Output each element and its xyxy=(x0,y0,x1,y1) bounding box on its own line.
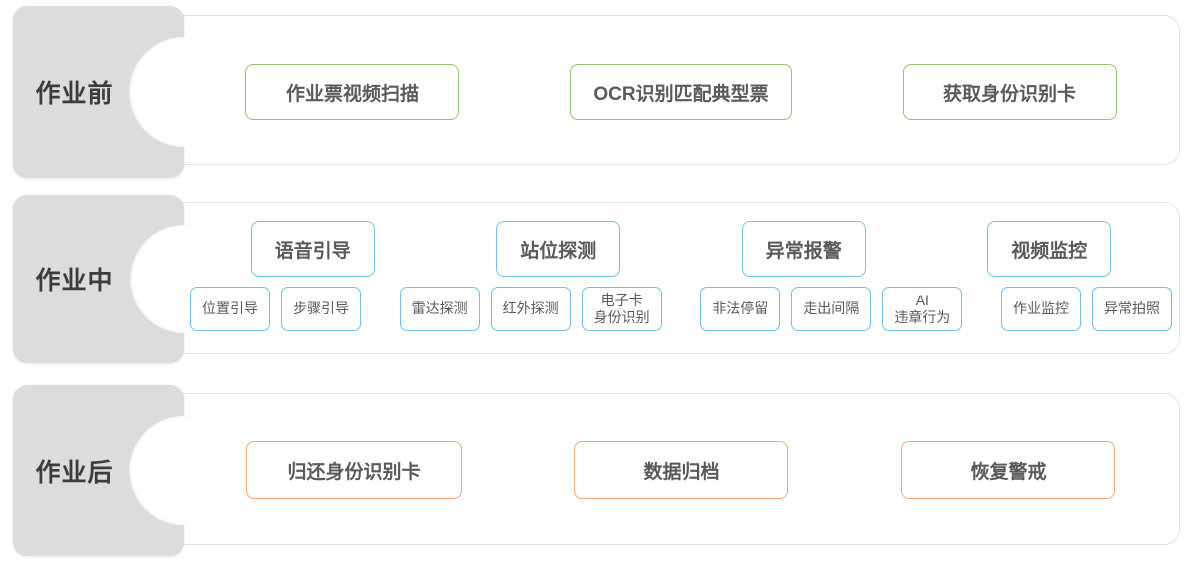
process-node-during-3[interactable]: 异常报警 xyxy=(741,221,866,277)
sub-node-lines: 异常拍照 xyxy=(1104,300,1160,318)
sub-node-lines: AI 违章行为 xyxy=(894,292,950,327)
sub-node-line: 电子卡 xyxy=(600,291,643,308)
sub-node-illegal-stay[interactable]: 非法停留 xyxy=(700,287,781,331)
sub-node-lines: 位置引导 xyxy=(202,300,258,318)
sub-node-position-guidance[interactable]: 位置引导 xyxy=(190,287,270,331)
stage-row-during: 作业中 语音引导 站位探测 异常报警 视频监控 位置引导 xyxy=(0,195,1200,363)
process-node-during-2[interactable]: 站位探测 xyxy=(496,221,621,277)
stage-notch-before xyxy=(129,37,239,147)
sub-node-lines: 非法停留 xyxy=(712,300,768,318)
sub-node-line: 步骤引导 xyxy=(293,300,349,317)
stage-row-before: 作业前 作业票视频扫描 OCR识别匹配典型票 获取身份识别卡 xyxy=(0,6,1200,178)
sub-node-line: 走出间隔 xyxy=(803,300,860,317)
sub-node-line: 雷达探测 xyxy=(411,300,468,317)
sub-node-ai-violation[interactable]: AI 违章行为 xyxy=(882,287,963,331)
sub-node-line: 异常拍照 xyxy=(1103,300,1160,317)
sub-node-line: 非法停留 xyxy=(712,300,769,317)
process-node-before-2[interactable]: OCR识别匹配典型票 xyxy=(570,64,792,120)
sub-node-ecard-identity[interactable]: 电子卡 身份识别 xyxy=(581,287,662,331)
sub-node-infrared-detection[interactable]: 红外探测 xyxy=(490,287,571,331)
sub-node-line: 红外探测 xyxy=(502,300,559,317)
sub-node-lines: 步骤引导 xyxy=(293,300,349,318)
stage-label-before: 作业前 xyxy=(13,6,239,178)
sub-node-radar-detection[interactable]: 雷达探测 xyxy=(399,287,480,331)
stage-content-after: 归还身份识别卡 数据归档 恢复警戒 xyxy=(190,385,1172,556)
sub-node-lines: 作业监控 xyxy=(1013,300,1069,318)
sub-node-lines: 电子卡 身份识别 xyxy=(594,292,650,327)
process-node-after-1[interactable]: 归还身份识别卡 xyxy=(246,441,462,499)
sub-group-video-monitor: 作业监控 异常拍照 xyxy=(1000,287,1172,331)
sub-node-work-monitor[interactable]: 作业监控 xyxy=(1000,287,1081,331)
sub-node-lines: 走出间隔 xyxy=(803,300,859,318)
sub-group-abnormal-alarm: 非法停留 走出间隔 AI 违章行为 xyxy=(700,287,963,331)
sub-group-position-detection: 雷达探测 红外探测 电子卡 身份识别 xyxy=(399,287,662,331)
node-row-before: 作业票视频扫描 OCR识别匹配典型票 获取身份识别卡 xyxy=(190,64,1172,120)
sub-node-lines: 红外探测 xyxy=(503,300,559,318)
sub-node-line: 位置引导 xyxy=(202,300,258,317)
node-row-during-primary: 语音引导 站位探测 异常报警 视频监控 xyxy=(190,221,1172,277)
stage-label-text-during: 作业中 xyxy=(35,267,114,295)
sub-node-line: 违章行为 xyxy=(894,309,951,325)
process-node-during-4[interactable]: 视频监控 xyxy=(987,221,1112,277)
process-node-after-2[interactable]: 数据归档 xyxy=(574,441,789,499)
node-row-during-sub: 位置引导 步骤引导 雷达探测 xyxy=(190,287,1172,331)
process-node-after-3[interactable]: 恢复警戒 xyxy=(901,441,1116,499)
stage-label-after: 作业后 xyxy=(13,385,238,556)
sub-node-abnormal-photo[interactable]: 异常拍照 xyxy=(1091,287,1172,331)
stage-label-text-before: 作业前 xyxy=(35,80,114,108)
sub-node-leave-interval[interactable]: 走出间隔 xyxy=(791,287,872,331)
sub-group-voice-guidance: 位置引导 步骤引导 xyxy=(190,287,361,331)
sub-node-line: AI xyxy=(915,291,929,308)
process-node-before-3[interactable]: 获取身份识别卡 xyxy=(902,64,1117,120)
stage-label-text-after: 作业后 xyxy=(35,458,114,487)
stage-row-after: 作业后 归还身份识别卡 数据归档 恢复警戒 xyxy=(0,385,1200,556)
process-node-during-1[interactable]: 语音引导 xyxy=(250,221,375,277)
sub-node-line: 身份识别 xyxy=(593,309,650,325)
sub-node-line: 作业监控 xyxy=(1012,300,1069,317)
node-row-after: 归还身份识别卡 数据归档 恢复警戒 xyxy=(190,441,1172,499)
sub-node-step-guidance[interactable]: 步骤引导 xyxy=(281,287,361,331)
stage-content-before: 作业票视频扫描 OCR识别匹配典型票 获取身份识别卡 xyxy=(190,6,1172,178)
stage-content-during: 语音引导 站位探测 异常报警 视频监控 位置引导 步骤引导 xyxy=(190,195,1172,363)
stage-notch-after xyxy=(129,416,238,525)
process-node-before-1[interactable]: 作业票视频扫描 xyxy=(245,64,460,120)
stage-label-during: 作业中 xyxy=(13,195,238,363)
sub-node-lines: 雷达探测 xyxy=(412,300,468,318)
